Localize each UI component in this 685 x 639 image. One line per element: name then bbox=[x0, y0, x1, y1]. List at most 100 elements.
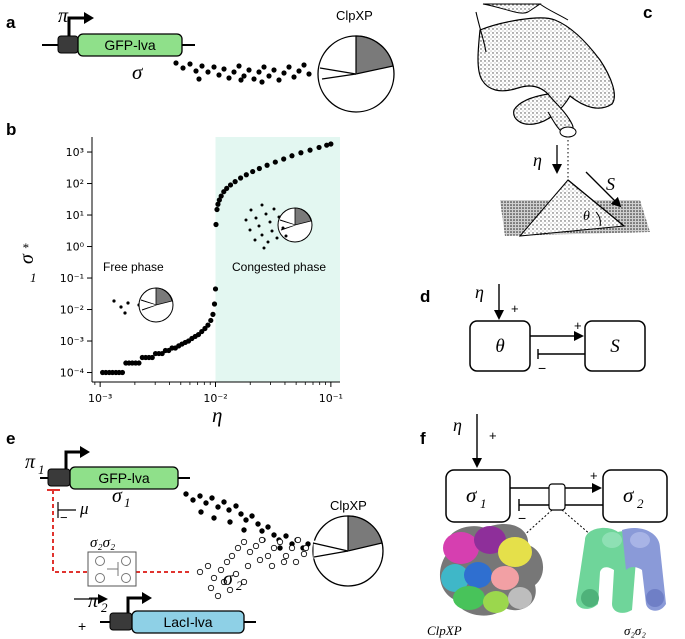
protein-dot bbox=[301, 62, 307, 68]
panel-c: c η θ S bbox=[475, 3, 652, 237]
promoter1-sub: 1 bbox=[38, 462, 45, 477]
data-point-congested bbox=[216, 197, 222, 203]
protein2-dot bbox=[232, 570, 240, 578]
congested-dot bbox=[277, 215, 281, 219]
plus-edge-f: + bbox=[590, 468, 598, 483]
protein-dot bbox=[193, 68, 199, 74]
sigma1-node-sub: 1 bbox=[480, 496, 487, 511]
promoter1-arrow bbox=[64, 450, 84, 472]
data-point-free bbox=[205, 322, 211, 328]
protein2-dot bbox=[196, 568, 204, 576]
data-point-congested bbox=[214, 206, 220, 213]
protein-dot bbox=[281, 70, 287, 76]
promoter-arrow bbox=[67, 16, 88, 39]
protein2-dot bbox=[234, 544, 242, 552]
avalanche-arrow bbox=[585, 171, 622, 208]
panel-letter-d: d bbox=[420, 287, 430, 306]
data-point-congested bbox=[316, 144, 322, 151]
y-tick-label: 10³ bbox=[66, 146, 84, 159]
theta-node bbox=[469, 320, 531, 372]
x-axis-label: η bbox=[212, 403, 222, 427]
protein2-dot bbox=[300, 550, 308, 558]
gene-box bbox=[77, 33, 183, 57]
protein2-dot bbox=[204, 562, 212, 570]
minus-mu: − bbox=[60, 510, 68, 525]
protein2-dot bbox=[220, 578, 228, 586]
protein1-dot bbox=[233, 503, 239, 509]
congested-dot bbox=[266, 240, 270, 244]
dimer-structure-label: σ₂σ₂ bbox=[624, 623, 646, 638]
protein-dot bbox=[205, 69, 211, 75]
protein-dot bbox=[251, 76, 257, 82]
protein2-dot bbox=[294, 536, 302, 544]
congested-dot bbox=[257, 224, 261, 228]
congested-dot bbox=[264, 212, 268, 216]
complex-label: σ₂σ₂ bbox=[90, 535, 115, 551]
congested-dot bbox=[284, 234, 288, 238]
congested-dot bbox=[281, 226, 285, 230]
data-point-congested bbox=[215, 201, 221, 207]
protein1-dot bbox=[277, 545, 283, 551]
congested-dot bbox=[268, 220, 272, 224]
data-point-congested bbox=[281, 156, 287, 162]
protease-label: ClpXP bbox=[336, 8, 373, 23]
protein1-dot bbox=[241, 527, 247, 533]
protein1-sub: 1 bbox=[124, 495, 131, 510]
congested-dot bbox=[248, 228, 252, 232]
data-point-free bbox=[212, 286, 219, 292]
panel-letter-e: e bbox=[6, 429, 15, 448]
free-phase-icon bbox=[112, 287, 174, 323]
protein-dot bbox=[286, 64, 292, 70]
protein2-dot bbox=[244, 562, 252, 570]
angle-arc bbox=[595, 211, 601, 227]
gene-label: GFP-lva bbox=[104, 37, 156, 53]
congested-dot bbox=[244, 218, 248, 222]
sigma2-node bbox=[602, 469, 668, 523]
protein2-dot bbox=[256, 556, 264, 564]
dimer-structure bbox=[576, 527, 666, 613]
protein2-dot bbox=[240, 538, 248, 546]
protein1-dot bbox=[190, 497, 196, 503]
y-axis-label-sub: 1 bbox=[30, 270, 37, 285]
protein-dot bbox=[261, 64, 267, 70]
protein1-dot bbox=[243, 517, 249, 523]
x-tick-label: 10⁻² bbox=[203, 392, 227, 405]
protein2-dot bbox=[214, 592, 222, 600]
eta-label-d: η bbox=[475, 282, 484, 302]
protease-label-e: ClpXP bbox=[330, 498, 367, 513]
y-tick-label: 10⁻³ bbox=[60, 335, 84, 348]
panel-letter-a: a bbox=[6, 13, 16, 32]
data-point-congested bbox=[213, 221, 219, 228]
S-node bbox=[584, 320, 646, 372]
protein2-dot bbox=[282, 552, 290, 560]
protein1-dot bbox=[249, 513, 255, 519]
protein2-dot bbox=[268, 562, 276, 570]
protein1-dot bbox=[255, 521, 261, 527]
congested-dot bbox=[253, 238, 257, 242]
protein-dot bbox=[173, 60, 179, 66]
gene2-box bbox=[131, 610, 245, 634]
theta-node-label: θ bbox=[495, 336, 504, 357]
promoter2-arrow bbox=[126, 596, 146, 616]
data-point-free bbox=[119, 369, 126, 376]
protein1-dot bbox=[283, 533, 289, 539]
protein-dot bbox=[291, 74, 297, 80]
protein2-dot bbox=[288, 544, 296, 552]
protein-dot bbox=[266, 73, 272, 79]
free-phase-label: Free phase bbox=[103, 260, 164, 274]
panel-letter-f: f bbox=[420, 429, 426, 448]
protein1-dot bbox=[203, 500, 209, 506]
shared-protease-node bbox=[548, 483, 566, 511]
protease-pacman-e bbox=[312, 515, 384, 587]
protein2-dot bbox=[276, 538, 284, 546]
congested-region bbox=[215, 137, 340, 382]
protein1-dot bbox=[265, 524, 271, 530]
data-point-congested bbox=[227, 182, 234, 188]
protein2-dot bbox=[223, 558, 231, 566]
data-point-congested bbox=[264, 162, 270, 168]
protein2-dot bbox=[292, 558, 300, 566]
protein1-dot bbox=[198, 509, 204, 515]
data-point-congested bbox=[256, 165, 262, 172]
protein2-dot bbox=[252, 542, 260, 550]
y-tick-label: 10⁻⁴ bbox=[60, 367, 85, 380]
